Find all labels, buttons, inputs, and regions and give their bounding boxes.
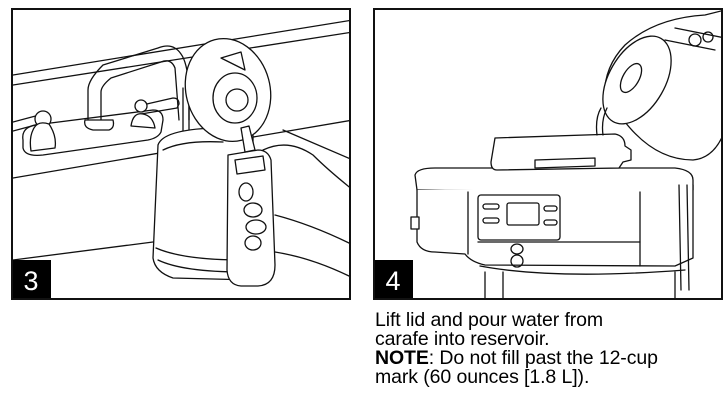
step-4-caption: Lift lid and pour water from carafe into… [375, 309, 725, 388]
faucet-carafe-illustration [13, 19, 349, 287]
step-number-badge: 4 [375, 260, 413, 298]
step-3-panel: 3 [11, 8, 351, 300]
step-4-panel: 4 [373, 8, 723, 300]
note-text: : Do not fill past the 12-cup [428, 347, 658, 369]
note-line: mark (60 ounces [1.8 L]). [375, 366, 590, 388]
note-line: NOTE: Do not fill past the 12-cup [375, 347, 725, 369]
pour-into-reservoir-illustration [410, 10, 721, 298]
step-number-badge: 3 [13, 260, 51, 298]
note-label: NOTE [375, 347, 429, 369]
caption-line: carafe into reservoir. [375, 328, 550, 350]
caption-line: Lift lid and pour water from [375, 309, 604, 331]
